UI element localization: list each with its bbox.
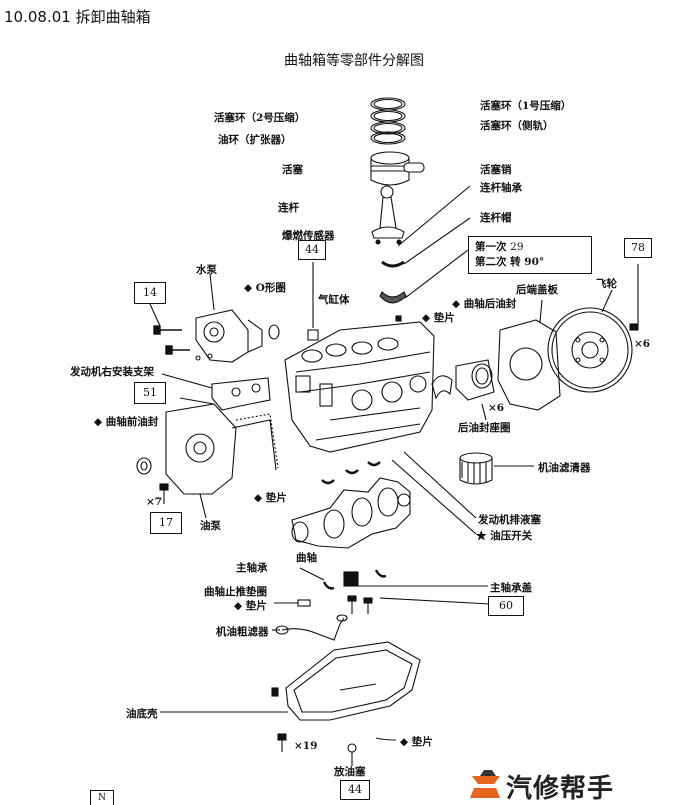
label-main-bearing: 主轴承 xyxy=(236,562,268,574)
gasket-rear xyxy=(431,375,453,400)
water-pump xyxy=(195,309,263,363)
crank-front-seal xyxy=(136,457,152,475)
label-connecting-rod: 连杆 xyxy=(278,202,299,214)
label-o-ring: ◆ O形圈 xyxy=(244,282,286,294)
piston xyxy=(370,151,425,186)
cylinder-block xyxy=(284,321,435,453)
rod-torque-second-value: 转 90° xyxy=(510,256,545,268)
torque-oil-pump: 17 xyxy=(150,512,182,534)
oil-pan xyxy=(285,641,421,721)
rod-torque-spec: 第一次 29 第二次 转 90° xyxy=(468,236,592,274)
label-rear-end-plate: 后端盖板 xyxy=(516,284,558,296)
torque-bottom-left: N xyxy=(90,790,114,805)
rod-torque-first-label: 第一次 xyxy=(475,241,507,253)
torque-water-pump: 14 xyxy=(134,282,166,304)
qty-flywheel-bolts: ×6 xyxy=(634,338,651,350)
rod-cap xyxy=(379,291,407,304)
torque-flywheel: 78 xyxy=(624,238,652,258)
label-thrust-washer: 曲轴止推垫圈 xyxy=(204,586,267,598)
label-crank-front-seal: ◆ 曲轴前油封 xyxy=(94,416,159,428)
knock-sensor xyxy=(307,329,319,341)
rear-seal-retainer xyxy=(455,359,495,401)
label-crankshaft: 曲轴 xyxy=(296,552,317,564)
label-crank-rear-seal: ◆ 曲轴后油封 xyxy=(452,298,517,310)
label-cylinder-block: 气缸体 xyxy=(318,294,350,306)
section-heading: 10.08.01 拆卸曲轴箱 xyxy=(4,8,151,26)
label-main-bearing-cap: 主轴承盖 xyxy=(490,582,532,594)
label-drain-cock: 发动机排液塞 xyxy=(478,514,541,526)
rear-end-plate xyxy=(497,319,561,411)
engine-right-bracket xyxy=(211,377,271,411)
oil-filter xyxy=(459,452,493,485)
label-oil-pump: 油泵 xyxy=(200,520,221,532)
o-ring xyxy=(268,324,280,340)
label-rod-bearing: 连杆轴承 xyxy=(480,182,522,194)
crankshaft xyxy=(291,477,411,549)
rod-bearing xyxy=(381,260,405,268)
label-oil-pressure-switch: ★ 油压开关 xyxy=(476,530,533,542)
qty-pan-bolts: ×19 xyxy=(294,740,318,752)
torque-bracket: 51 xyxy=(134,382,166,404)
main-bearing xyxy=(322,569,387,590)
label-rod-cap: 连杆帽 xyxy=(480,212,512,224)
qty-pump-bolts: ×7 xyxy=(146,496,163,508)
label-side-rail: 活塞环（侧轨） xyxy=(480,120,554,132)
torque-main-cap: 60 xyxy=(488,596,524,616)
label-drain-plug: 放油塞 xyxy=(334,766,366,778)
label-piston-ring-2: 活塞环（2号压缩） xyxy=(214,112,306,124)
oil-pump xyxy=(165,403,277,495)
oil-strainer xyxy=(275,614,348,641)
label-piston-ring-1: 活塞环（1号压缩） xyxy=(480,100,572,112)
label-gasket-strainer: ◆ 垫片 xyxy=(234,600,267,612)
torque-knock-sensor: 44 xyxy=(298,240,326,260)
label-oil-ring: 油环（扩张器） xyxy=(218,134,292,146)
label-gasket-rear: ◆ 垫片 xyxy=(422,312,455,324)
label-flywheel: 飞轮 xyxy=(596,278,617,290)
label-piston-pin: 活塞销 xyxy=(480,164,512,176)
label-oil-filter: 机油滤清器 xyxy=(538,462,591,474)
piston-rings xyxy=(370,97,406,145)
torque-drain-plug: 44 xyxy=(340,780,370,800)
label-engine-right-bracket: 发动机右安装支架 xyxy=(70,366,154,378)
flywheel xyxy=(547,307,633,393)
connecting-rod xyxy=(371,185,405,245)
label-oil-strainer: 机油粗滤器 xyxy=(216,626,269,638)
main-bearing-cap xyxy=(343,571,359,587)
figure-title: 曲轴箱等零部件分解图 xyxy=(284,53,424,69)
label-gasket-pump: ◆ 垫片 xyxy=(254,492,287,504)
label-water-pump: 水泵 xyxy=(196,264,217,276)
label-piston: 活塞 xyxy=(282,164,303,176)
qty-retainer-bolts: ×6 xyxy=(488,402,505,414)
rod-torque-first-value: 29 xyxy=(510,241,524,253)
label-gasket-drain: ◆ 垫片 xyxy=(400,736,433,748)
gasket-strainer xyxy=(297,599,311,607)
label-rear-seal-retainer: 后油封座圈 xyxy=(458,422,511,434)
rod-torque-second-label: 第二次 xyxy=(475,256,507,268)
label-oil-pan: 油底壳 xyxy=(126,708,158,720)
label-knock-sensor: 爆燃传感器 xyxy=(282,230,335,242)
watermark-text: 汽修帮手 xyxy=(506,774,615,804)
